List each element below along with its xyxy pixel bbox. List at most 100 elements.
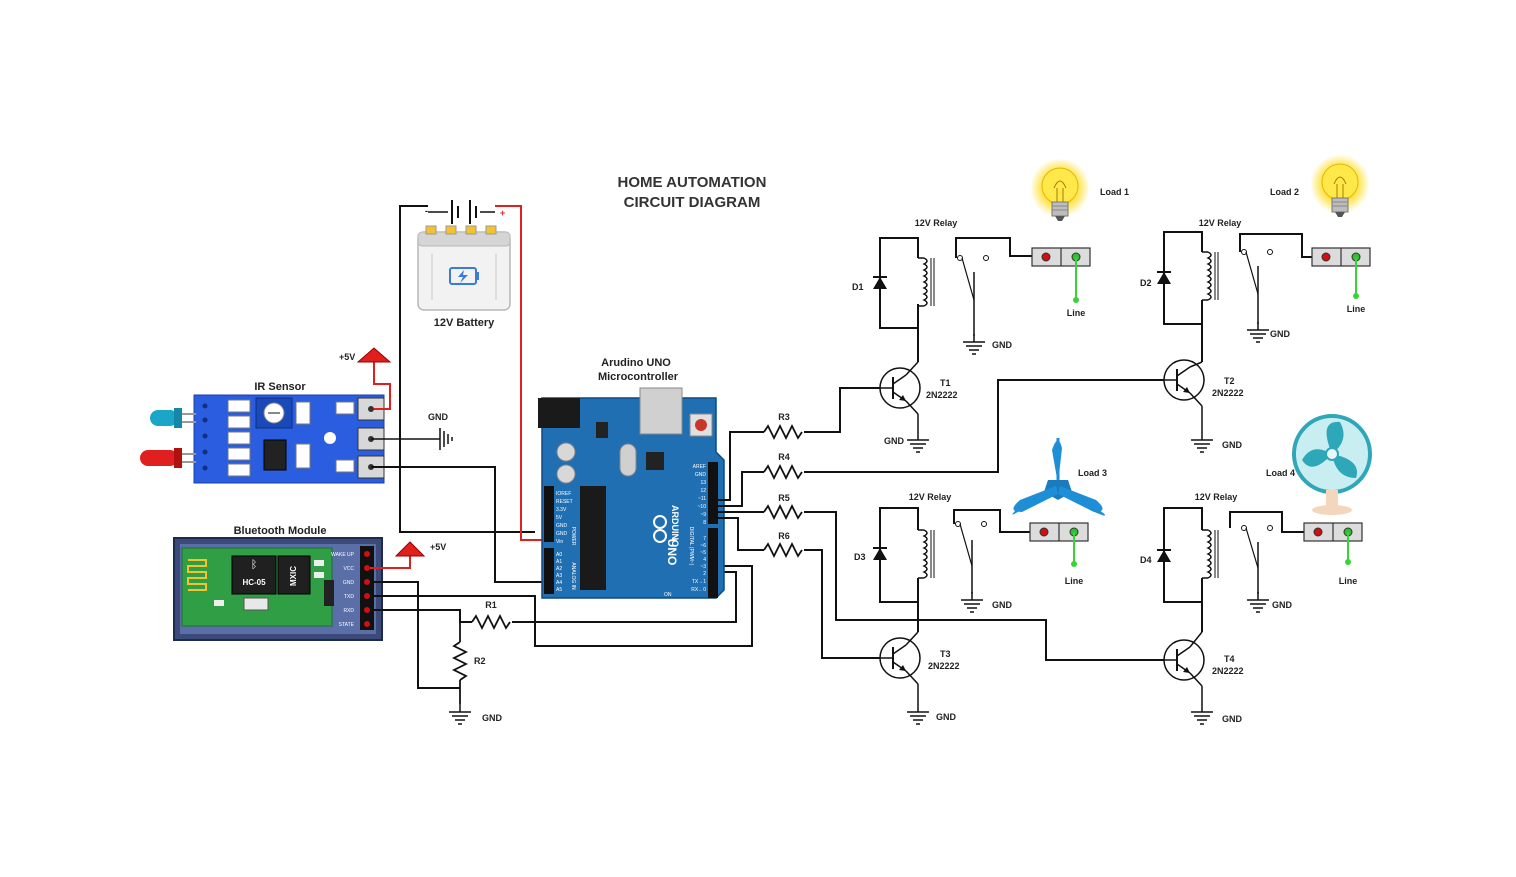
arduino-logo-icon (653, 515, 667, 543)
relay-channel-2: 12V Relay D2 GND Line Load 2 GND T2 2N22… (1140, 153, 1371, 453)
relay2-gnd-label: GND (1270, 329, 1291, 339)
relay3-gnd-label: GND (992, 600, 1013, 610)
diode4-label: D4 (1140, 555, 1152, 565)
battery-plus-label: + (500, 208, 505, 218)
relay-channel-3: 12V Relay D3 GND Line Load 3 (854, 438, 1107, 725)
pin-tx: TX→1 (692, 579, 706, 585)
arduino-brand-label: ARDUINO (670, 505, 680, 547)
pin-a2: A2 (556, 566, 562, 572)
bt-gnd-label: GND (482, 713, 503, 723)
t4-part-label: 2N2222 (1212, 666, 1244, 676)
arduino-model-label: UNO (665, 539, 679, 566)
bt-pin-state-label: STATE (339, 622, 355, 628)
battery-icon (417, 225, 511, 311)
transistor-t3 (879, 637, 921, 679)
pin-ioref: IOREF (556, 491, 571, 497)
t1-gnd-label: GND (884, 436, 905, 446)
bluetooth-label: Bluetooth Module (234, 525, 327, 537)
pin-12: 12 (700, 488, 706, 494)
resistor-r6: R6 (763, 531, 880, 659)
pin-7: 7 (703, 536, 706, 542)
relay3-label: 12V Relay (909, 492, 952, 502)
pin-9: ~9 (700, 512, 706, 518)
line2-label: Line (1347, 304, 1366, 314)
transistor-t2 (1163, 359, 1205, 401)
battery-minus-label: - (425, 206, 428, 216)
pin-11: ~11 (698, 496, 706, 502)
pin-5v: 5V (556, 515, 563, 521)
ir-vcc-label: +5V (339, 352, 355, 362)
pin-a1: A1 (556, 559, 562, 565)
resistor-r3: R3 (763, 387, 880, 439)
diagram-title-line1: HOME AUTOMATION (618, 174, 767, 191)
load3-label: Load 3 (1078, 468, 1107, 478)
relay4-label: 12V Relay (1195, 492, 1238, 502)
bt-pin-vcc-label: VCC (343, 566, 354, 572)
pin-2: 2 (703, 571, 706, 577)
arduino-label-line2: Microcontroller (598, 371, 679, 383)
pin-10: ~10 (698, 504, 707, 510)
pin-reset: RESET (556, 499, 573, 505)
t3-part-label: 2N2222 (928, 661, 960, 671)
relay-channel-4: 12V Relay D4 GND Line Load 4 (1140, 414, 1372, 725)
pin-4: 4 (703, 557, 706, 563)
pin-a4: A4 (556, 580, 562, 586)
t2-gnd-label: GND (1222, 440, 1243, 450)
t3-gnd-label: GND (936, 712, 957, 722)
bluetooth-brand-label: MXIC (289, 566, 298, 586)
line4-label: Line (1339, 576, 1358, 586)
bulb-icon (1309, 153, 1371, 218)
t3-label: T3 (940, 649, 951, 659)
bt-pin-txd-label: TXD (344, 594, 354, 600)
resistor-r2: R2 GND (448, 622, 503, 725)
arduino-analog-header: ANALOG IN (570, 562, 576, 590)
pin-8: 8 (703, 520, 706, 526)
pin-5: ~5 (700, 550, 706, 556)
pin-a0: A0 (556, 552, 562, 558)
ir-gnd-label: GND (428, 412, 449, 422)
bluetooth-chip-label: HC-05 (242, 578, 266, 587)
diode2-label: D2 (1140, 278, 1152, 288)
bt-pin-rxd-label: RXD (343, 608, 354, 614)
pin-gnd3: GND (695, 472, 707, 478)
relay2-label: 12V Relay (1199, 218, 1242, 228)
r2-label: R2 (474, 656, 486, 666)
diode1-label: D1 (852, 282, 864, 292)
bulb-icon (1029, 157, 1091, 222)
r3-label: R3 (778, 412, 790, 422)
resistor-r4: R4 (763, 379, 1164, 479)
table-fan-icon (1292, 414, 1372, 515)
arduino-power-header: POWER (570, 527, 576, 546)
pin-vin: Vin (556, 539, 563, 545)
ceiling-fan-icon (1012, 438, 1106, 516)
ir-sensor: IR Sensor (140, 347, 542, 583)
r4-label: R4 (778, 452, 790, 462)
bluetooth-module: Bluetooth Module ᛒ HC-05 MXIC WAKE UP VC… (173, 525, 753, 689)
diode3-label: D3 (854, 552, 866, 562)
ir-led-red-icon (140, 448, 196, 468)
bt-vcc-arrow-icon (394, 541, 426, 557)
line1-label: Line (1067, 308, 1086, 318)
r1-label: R1 (485, 600, 497, 610)
t4-gnd-label: GND (1222, 714, 1243, 724)
relay1-label: 12V Relay (915, 218, 958, 228)
arduino-on-label: ON (664, 592, 672, 598)
pin-3: ~3 (700, 564, 706, 570)
load2-label: Load 2 (1270, 187, 1299, 197)
pin-6: ~6 (700, 543, 706, 549)
relay1-gnd-label: GND (992, 340, 1013, 350)
arduino-uno: Arudino UNO Microcontroller ARDUINO UNO … (538, 357, 725, 599)
battery-label: 12V Battery (434, 317, 495, 329)
resistor-r5: R5 (763, 493, 1164, 661)
bt-vcc-label: +5V (430, 542, 446, 552)
r5-label: R5 (778, 493, 790, 503)
transistor-t4 (1163, 639, 1205, 681)
pin-a3: A3 (556, 573, 562, 579)
pin-a5: A5 (556, 587, 562, 593)
t2-part-label: 2N2222 (1212, 388, 1244, 398)
arduino-digital-header: DIGITAL (PWM~) (688, 527, 694, 566)
pin-aref: AREF (693, 464, 706, 470)
relay-channel-1: 12V Relay D1 GND Line Load 1 GND T1 2N22… (852, 157, 1129, 453)
load1-label: Load 1 (1100, 187, 1129, 197)
